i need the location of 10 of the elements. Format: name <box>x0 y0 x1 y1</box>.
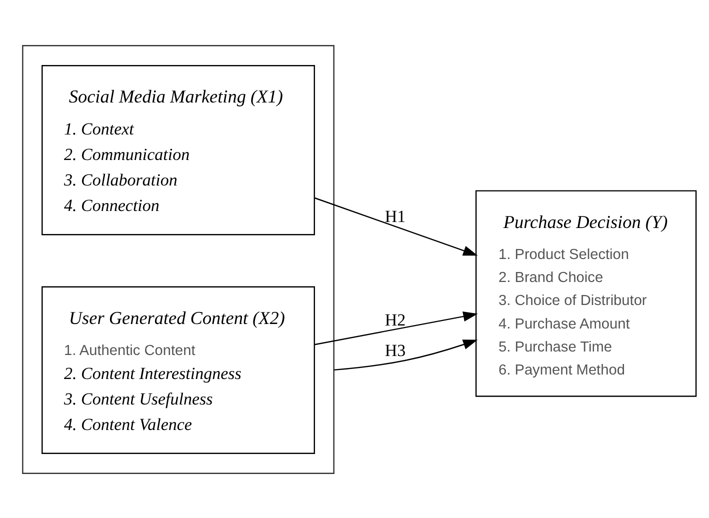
arrow <box>314 310 478 345</box>
node-box: Purchase Decision (Y) 1. Product Selection 2. Brand Choice 3. Choice of Distributor 4. Purchase Amount 5. Purchase Time 6. Payment Method <box>475 190 697 396</box>
arrow <box>314 196 478 256</box>
edge-label: H3 <box>384 340 406 360</box>
cluster <box>22 44 334 474</box>
edge-label: H2 <box>384 310 406 329</box>
node-box: User Generated Content (X2) 1. Authentic Content 2. Content Interestingness 3. Content Usefulness 4. Content Valence <box>42 286 315 454</box>
node-box: Social Media Marketing (X1) 1. Context 2. Communication 3. Collaboration 4. Connection <box>42 64 315 235</box>
arrow <box>334 339 478 370</box>
edge-label: H1 <box>384 206 406 226</box>
